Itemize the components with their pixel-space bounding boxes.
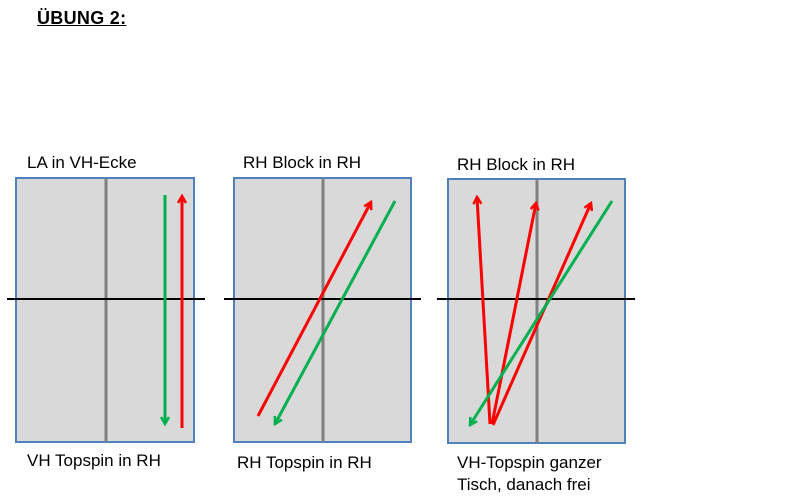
table-2-green-arrow	[275, 200, 397, 424]
table-1-top-label: LA in VH-Ecke	[27, 153, 137, 172]
exercise-title: ÜBUNG 2:	[37, 8, 127, 28]
table-2-top-label: RH Block in RH	[243, 153, 362, 172]
table-2	[224, 177, 421, 443]
table-3-top-label: RH Block in RH	[457, 155, 576, 174]
table-2-bottom-label: RH Topspin in RH	[237, 453, 372, 472]
table-3-bottom-label: VH-Topspin ganzer	[457, 453, 602, 472]
table-3-green-arrow	[470, 200, 614, 425]
table-1	[7, 177, 205, 443]
table-3-bottom-label-line2: Tisch, danach frei	[457, 475, 591, 494]
table-3	[437, 178, 635, 444]
table-3-red-arrow-middle	[490, 203, 536, 425]
table-2-red-arrow	[256, 202, 371, 417]
table-1-bottom-label: VH Topspin in RH	[27, 451, 161, 470]
table-3-red-arrow-left	[477, 197, 492, 425]
